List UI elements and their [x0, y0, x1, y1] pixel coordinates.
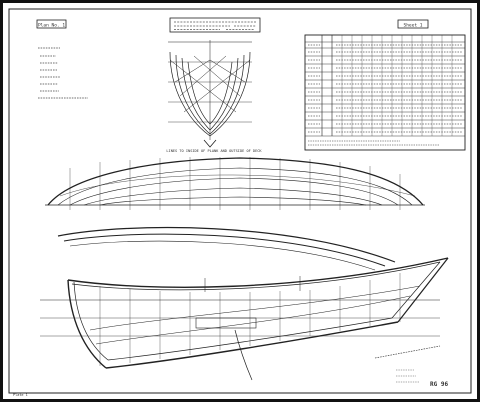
sheet-number-label: Sheet 1: [404, 22, 423, 28]
inner-border: [8, 8, 472, 394]
title-box-left: Plan No. 1: [36, 19, 67, 29]
record-stamp: RG 96: [430, 381, 448, 388]
corner-note: Plate 1: [13, 393, 28, 397]
principal-dimensions-notes: [38, 47, 88, 99]
plan-number-label: Plan No. 1: [38, 22, 65, 28]
half-breadth-plan: [45, 157, 425, 210]
body-plan-caption: LINES TO INSIDE OF PLANK AND OUTSIDE OF …: [166, 149, 262, 153]
title-box-center: [169, 17, 261, 33]
title-box-right: Sheet 1: [397, 19, 429, 29]
profile-plan: [40, 257, 449, 381]
table-of-offsets: [304, 34, 466, 151]
offsets-handwriting: [308, 44, 462, 133]
bottom-right-annotations: RG 96: [374, 345, 448, 388]
sheer-curves: [57, 226, 396, 271]
body-plan: [168, 40, 252, 148]
